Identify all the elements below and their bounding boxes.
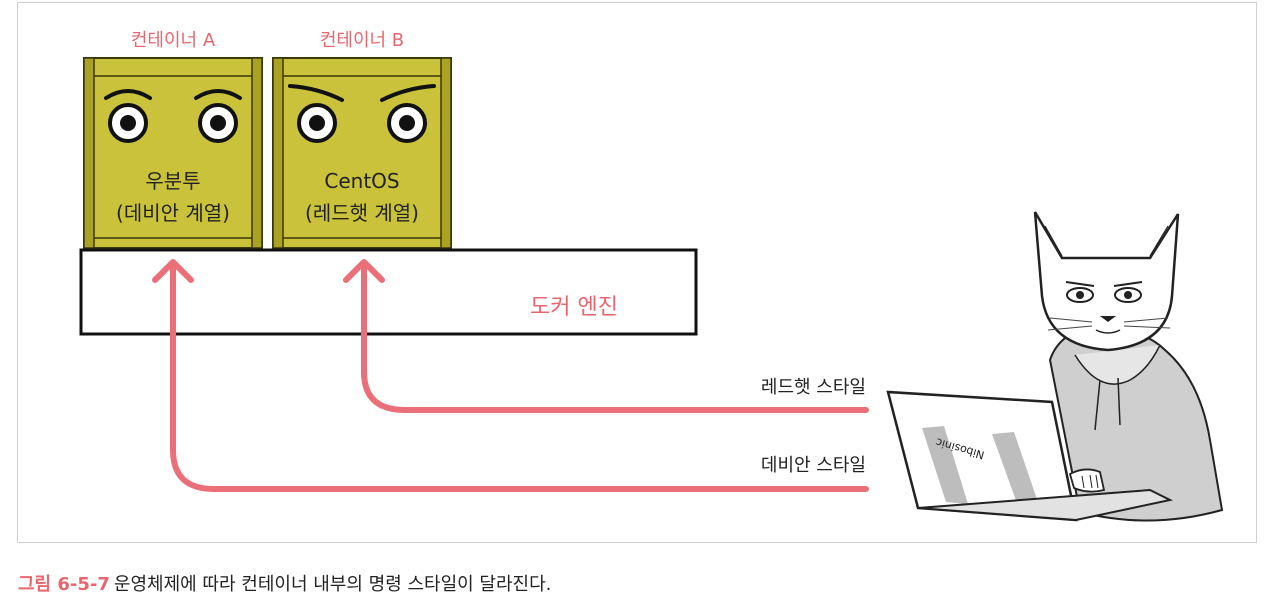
container-b-box: CentOS (레드햇 계열) (272, 57, 452, 249)
docker-engine-box (79, 248, 698, 336)
container-b-face-icon (288, 84, 436, 143)
figure-number: 그림 6-5-7 (18, 574, 110, 595)
debian-style-arrow (152, 259, 869, 492)
container-b-label: 컨테이너 B (320, 30, 404, 51)
diagram: 컨테이너 A 컨테이너 B 우분투 (데비안 계열) (79, 30, 1224, 522)
container-a-box: 우분투 (데비안 계열) (83, 57, 263, 249)
cat-head-icon (1033, 211, 1180, 352)
container-b-family: (레드햇 계열) (305, 201, 419, 225)
container-b-os: CentOS (324, 169, 399, 193)
container-a-family: (데비안 계열) (116, 201, 230, 225)
figure-frame (17, 2, 1257, 543)
redhat-style-arrow (343, 259, 869, 413)
debian-style-label: 데비안 스타일 (761, 455, 866, 476)
container-a-face-icon (104, 89, 242, 143)
cat-illustration: Nibosinic (886, 211, 1224, 522)
figure-caption-text: 운영체제에 따라 컨테이너 내부의 명령 스타일이 달라진다. (113, 574, 552, 595)
laptop-icon: Nibosinic (886, 390, 1174, 522)
container-a-label: 컨테이너 A (131, 30, 216, 51)
docker-engine-label: 도커 엔진 (530, 295, 618, 320)
redhat-style-label: 레드햇 스타일 (761, 377, 866, 398)
container-a-os: 우분투 (145, 169, 200, 193)
